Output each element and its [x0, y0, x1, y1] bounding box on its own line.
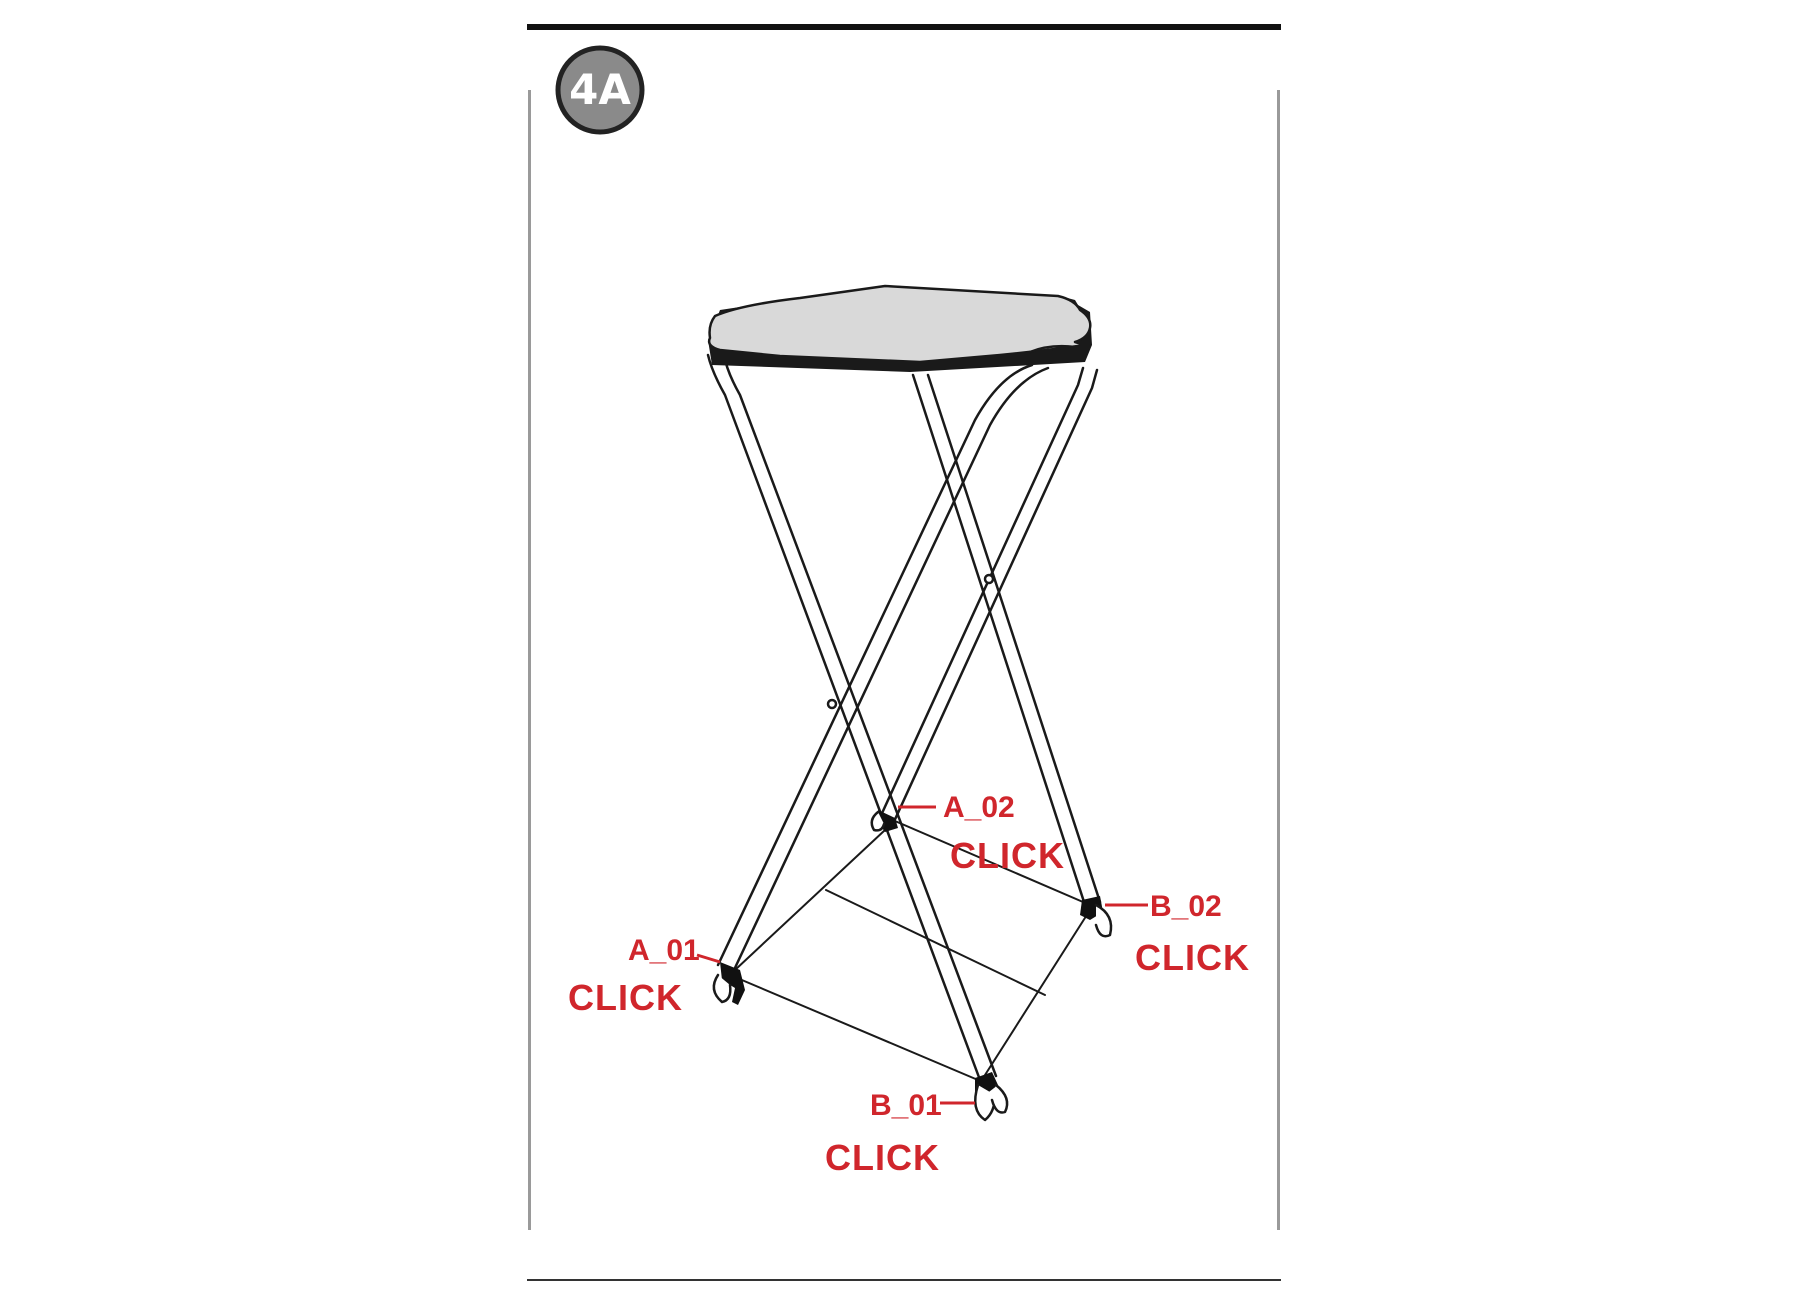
- step-label: 4A: [569, 65, 631, 114]
- callout-a02: A_02 CLICK: [898, 791, 1065, 876]
- callout-code-a01: A_01: [628, 934, 700, 967]
- callout-action-b02: CLICK: [1135, 937, 1250, 978]
- foot-cap-b02: [1080, 896, 1113, 938]
- callout-action-a02: CLICK: [950, 835, 1065, 876]
- panel-bottom-rule: [527, 1279, 1281, 1281]
- stool-seat: [707, 284, 1092, 372]
- callout-code-b02: B_02: [1150, 890, 1222, 923]
- leg-back-left: [911, 373, 1102, 907]
- base-straps: [729, 817, 1091, 1081]
- callout-action-b01: CLICK: [825, 1137, 940, 1178]
- leg-front-left: [706, 353, 998, 1082]
- callout-b02: B_02 CLICK: [1105, 890, 1250, 978]
- panel-left-rule: [528, 90, 531, 1230]
- foot-cap-b01: [973, 1072, 1009, 1122]
- callout-a01: A_01 CLICK: [568, 934, 721, 1018]
- leg-back-right: [876, 366, 1099, 828]
- callout-code-b01: B_01: [870, 1089, 942, 1122]
- callout-code-a02: A_02: [943, 791, 1015, 824]
- pivot-bolt-left: [826, 698, 838, 710]
- foot-cap-a02: [870, 810, 898, 832]
- leader-line-a01: [696, 953, 721, 964]
- foot-cap-a01: [712, 962, 745, 1005]
- callout-b01: B_01 CLICK: [825, 1089, 975, 1178]
- panel-right-rule: [1277, 90, 1280, 1230]
- step-badge: 4A: [555, 45, 645, 135]
- pivot-bolt-right: [983, 573, 995, 585]
- callout-action-a01: CLICK: [568, 977, 683, 1018]
- panel-top-rule: [527, 24, 1281, 30]
- stool-illustration: [706, 284, 1113, 1122]
- leg-front-right: [716, 363, 1050, 972]
